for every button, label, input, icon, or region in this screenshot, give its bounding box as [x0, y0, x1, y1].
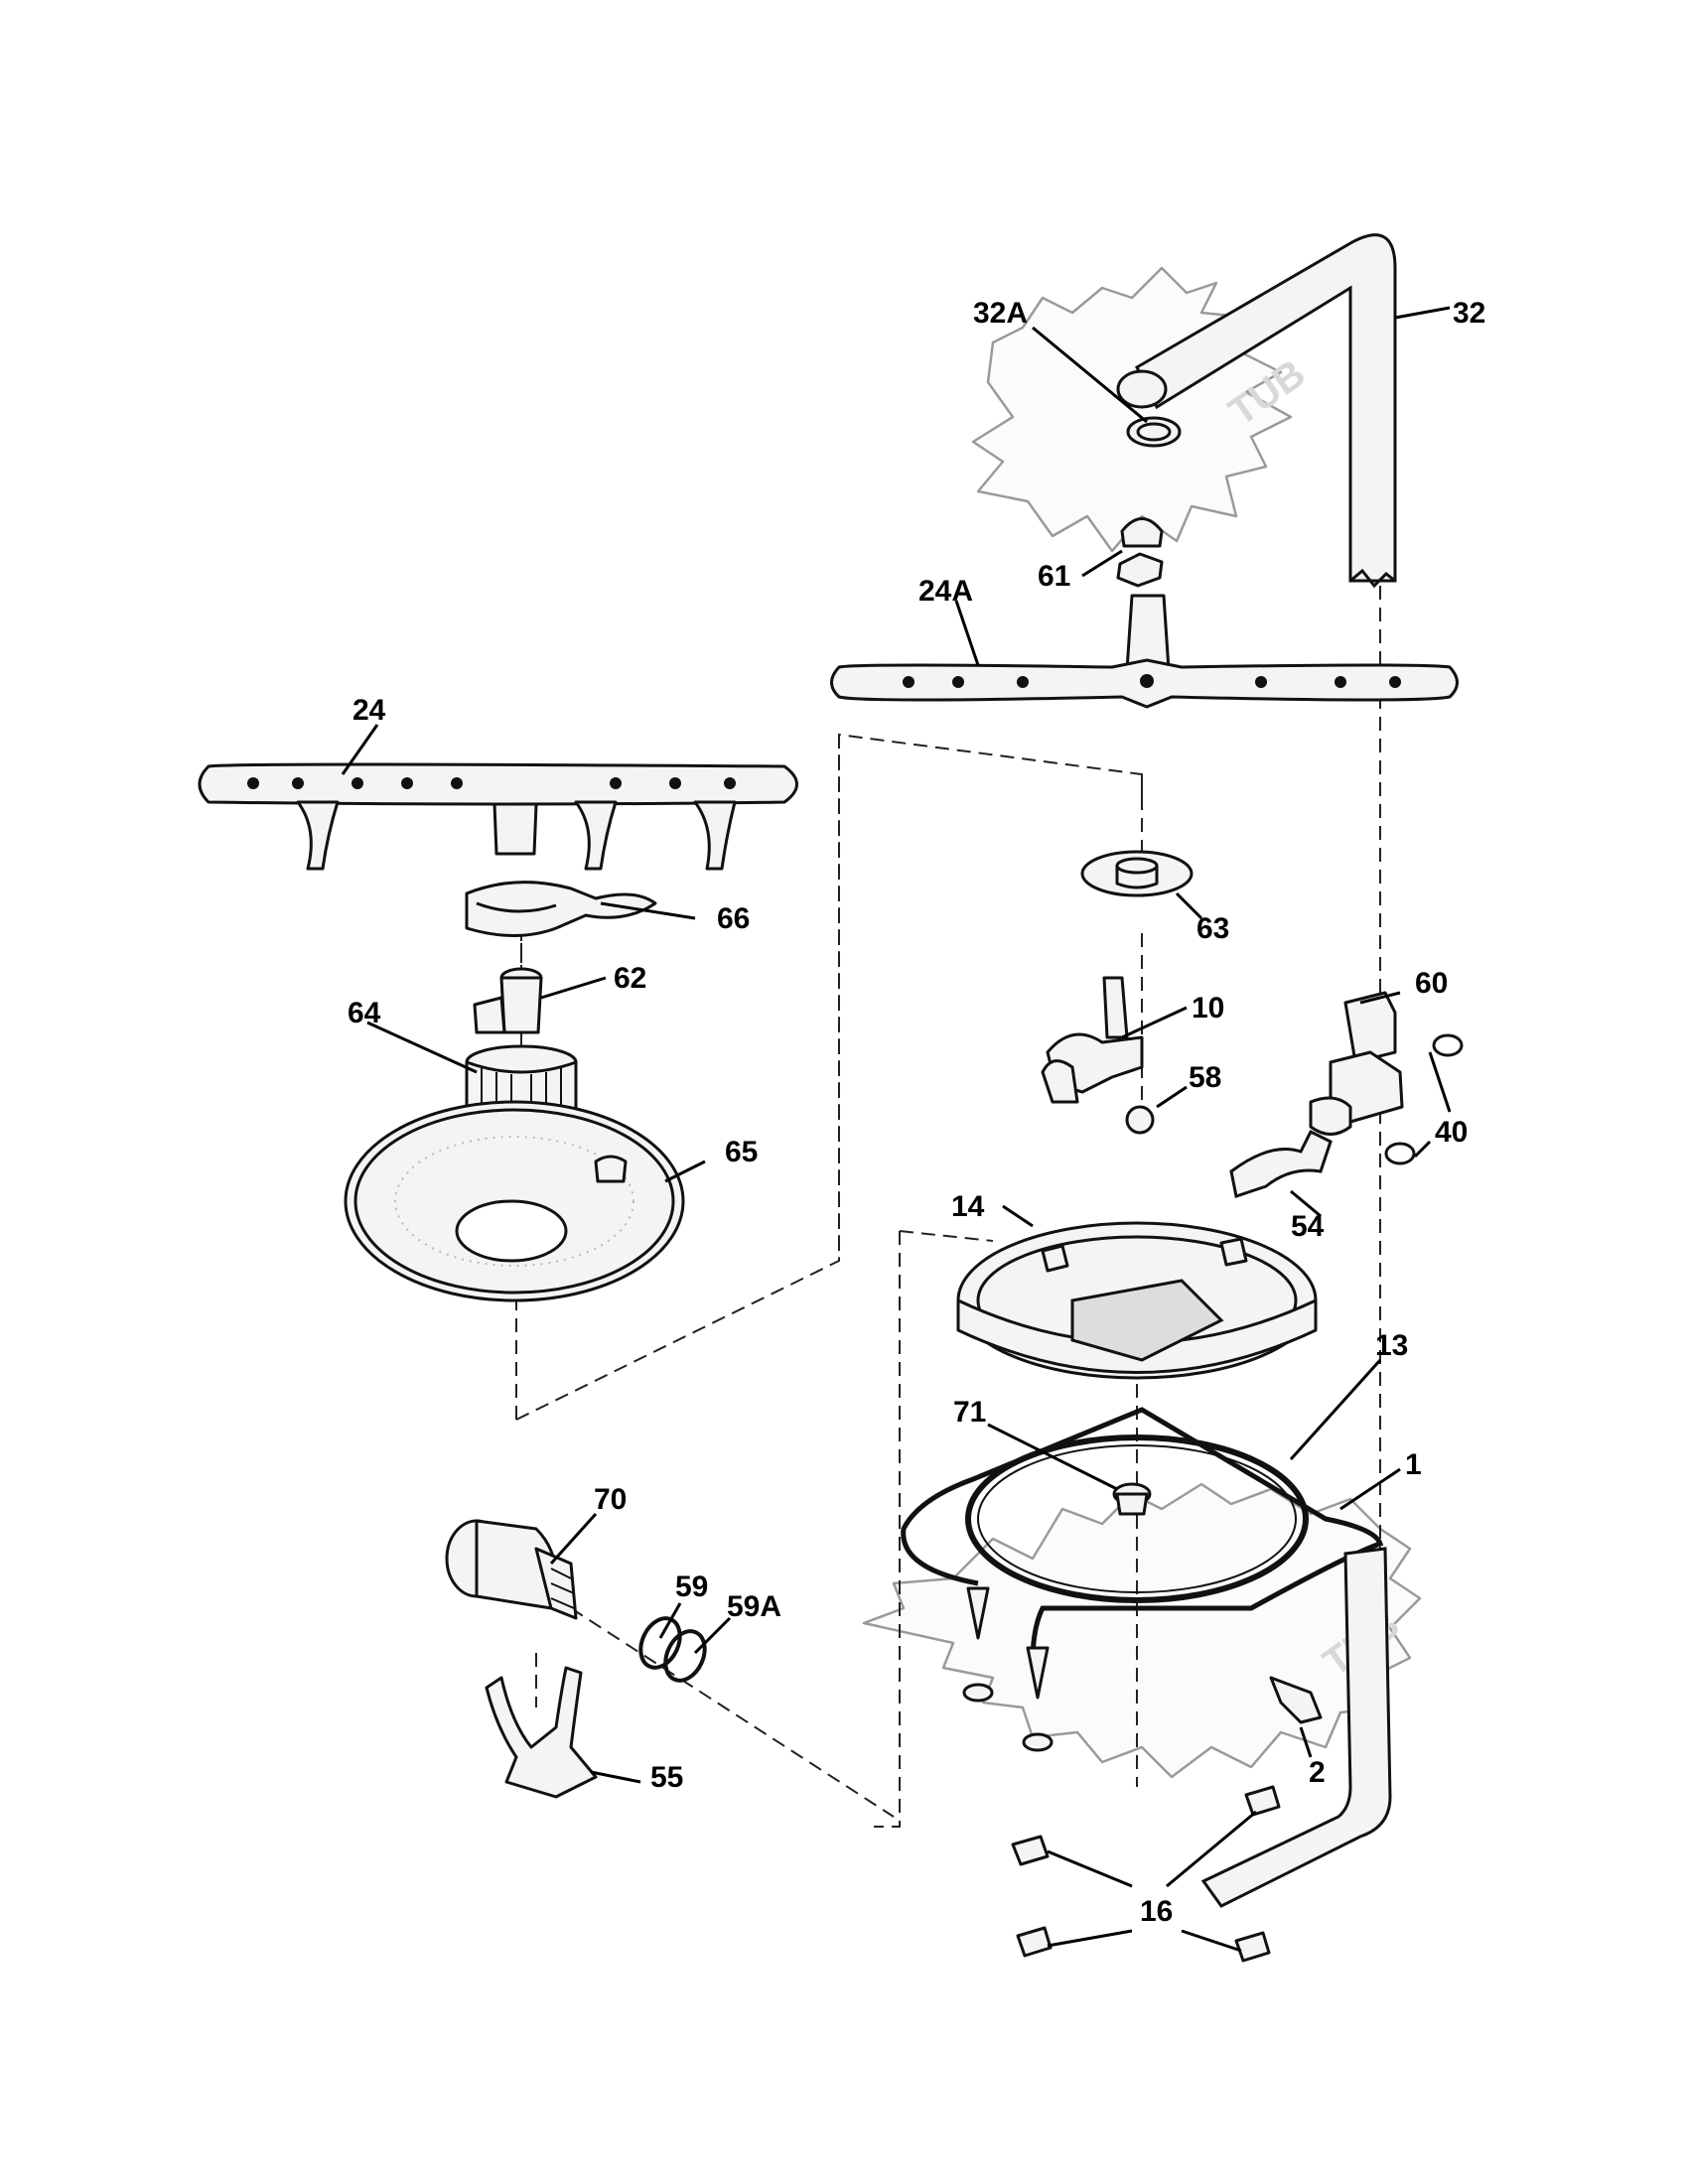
callout-64[interactable]: 64: [348, 997, 381, 1029]
motor-mount-55[interactable]: [485, 1666, 598, 1799]
terminal-screws: [962, 1586, 1054, 1752]
callout-24[interactable]: 24: [352, 694, 386, 727]
hose-54[interactable]: [1229, 1129, 1333, 1198]
callout-58[interactable]: 58: [1189, 1061, 1221, 1094]
fill-tube-32[interactable]: [1116, 233, 1397, 589]
tube-62[interactable]: [473, 967, 543, 1034]
o-ring-59a[interactable]: [658, 1625, 713, 1687]
callout-70[interactable]: 70: [594, 1483, 627, 1516]
manifold-10[interactable]: [1041, 976, 1144, 1104]
callout-24a[interactable]: 24A: [918, 575, 973, 608]
upper-spray-arm-24a[interactable]: [830, 594, 1459, 709]
callout-1[interactable]: 1: [1405, 1448, 1422, 1481]
callout-59a[interactable]: 59A: [727, 1590, 781, 1623]
lower-tub-fragment: TUB: [862, 1482, 1422, 1779]
nut-61[interactable]: [1116, 517, 1164, 588]
callout-16[interactable]: 16: [1140, 1895, 1173, 1928]
callout-63[interactable]: 63: [1196, 912, 1229, 945]
o-ring-59[interactable]: [633, 1612, 688, 1674]
callout-13[interactable]: 13: [1375, 1329, 1408, 1362]
callout-59[interactable]: 59: [675, 1570, 708, 1603]
callout-40[interactable]: 40: [1435, 1116, 1468, 1149]
ball-58[interactable]: [1125, 1105, 1155, 1135]
heating-element-1[interactable]: [901, 1407, 1384, 1664]
callout-55[interactable]: 55: [650, 1761, 683, 1794]
motor-70[interactable]: [445, 1519, 578, 1620]
clamp-40a[interactable]: [1432, 1033, 1464, 1057]
gasket-13[interactable]: [965, 1434, 1309, 1603]
callout-61[interactable]: 61: [1038, 560, 1070, 593]
lower-spray-arm-24[interactable]: [198, 762, 798, 871]
callout-labels: 32 32A 61 24A 24 66 63 62 64 10 60 58 65…: [348, 297, 1485, 1928]
callout-14[interactable]: 14: [951, 1190, 985, 1223]
sump-14[interactable]: [956, 1221, 1318, 1380]
drain-tube: [1200, 1547, 1392, 1908]
grommet-32a[interactable]: [1126, 416, 1182, 448]
inlet-valve-60[interactable]: [1309, 991, 1404, 1136]
filter-screen-65[interactable]: [344, 1100, 685, 1302]
callout-2[interactable]: 2: [1309, 1756, 1326, 1789]
clamp-40b[interactable]: [1384, 1142, 1416, 1165]
callout-62[interactable]: 62: [614, 962, 646, 995]
callout-66[interactable]: 66: [717, 902, 750, 935]
bearing-63[interactable]: [1080, 850, 1194, 897]
callout-54[interactable]: 54: [1291, 1210, 1325, 1243]
deflector-66[interactable]: [465, 881, 657, 937]
callout-65[interactable]: 65: [725, 1136, 758, 1168]
callout-60[interactable]: 60: [1415, 967, 1448, 1000]
bracket-2[interactable]: [1269, 1676, 1323, 1724]
callout-32[interactable]: 32: [1453, 297, 1485, 330]
thermostat-71[interactable]: [1112, 1482, 1152, 1516]
callout-32a[interactable]: 32A: [973, 297, 1028, 330]
leader-lines: [341, 306, 1452, 1953]
callout-71[interactable]: 71: [953, 1396, 986, 1429]
feet-16[interactable]: [1011, 1785, 1281, 1963]
callout-10[interactable]: 10: [1192, 992, 1224, 1024]
